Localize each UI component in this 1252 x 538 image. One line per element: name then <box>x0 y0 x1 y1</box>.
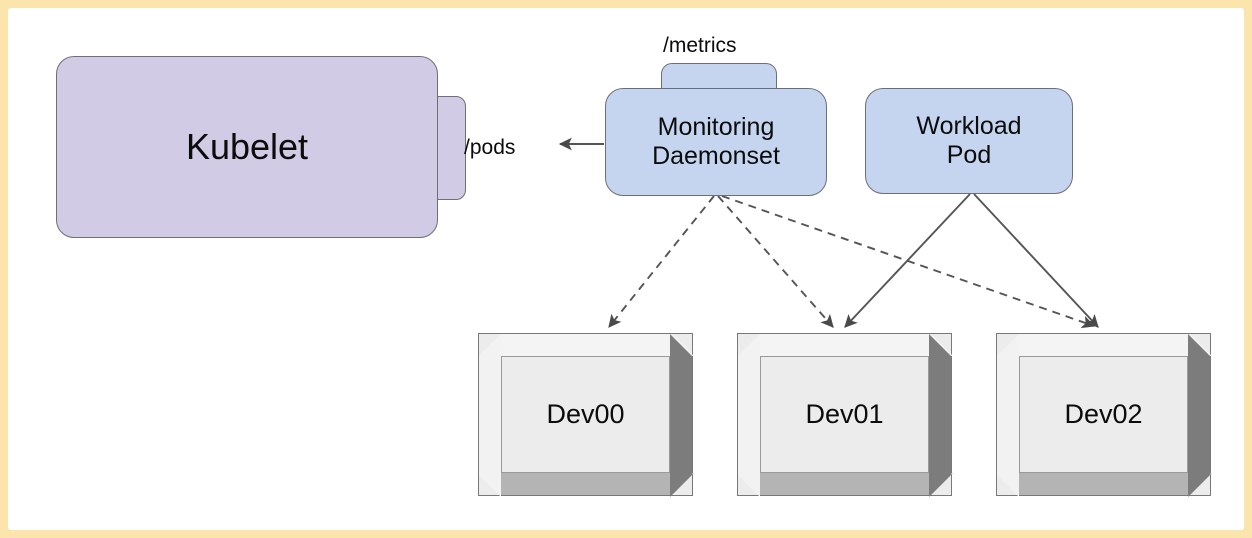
node-workload-pod[interactable]: Workload Pod <box>865 88 1073 194</box>
node-monitoring-daemonset-label-line1: Monitoring <box>657 112 775 141</box>
node-workload-pod-label-line2: Pod <box>946 141 992 169</box>
node-dev01-label: Dev01 <box>805 399 884 429</box>
node-dev02-label: Dev02 <box>1064 399 1143 429</box>
edge-daemonset-to-dev02 <box>721 195 1096 329</box>
dev02-inner: Dev02 <box>1019 356 1188 473</box>
edge-daemonset-to-dev01 <box>717 195 834 328</box>
dev01-bevel <box>738 334 953 497</box>
dev00-bevel <box>479 334 694 497</box>
node-dev01[interactable]: Dev01 <box>737 333 953 497</box>
edge-workloadpod-to-dev02 <box>973 193 1099 328</box>
edge-label-pods: /pods <box>464 136 516 159</box>
edge-label-metrics: /metrics <box>663 34 737 57</box>
diagram-canvas: Kubelet /pods /metrics Monitoring Daemon… <box>8 8 1244 530</box>
dev00-inner: Dev00 <box>501 356 670 473</box>
edge-workloadpod-to-dev01 <box>844 193 971 328</box>
edge-daemonset-to-dev00 <box>608 195 715 328</box>
node-monitoring-daemonset[interactable]: Monitoring Daemonset <box>605 88 827 196</box>
dev01-inner: Dev01 <box>760 356 929 473</box>
node-dev00[interactable]: Dev00 <box>478 333 694 497</box>
node-monitoring-daemonset-label-line2: Daemonset <box>652 142 780 170</box>
node-workload-pod-label-line1: Workload <box>916 111 1022 140</box>
node-dev02[interactable]: Dev02 <box>996 333 1212 497</box>
node-kubelet[interactable]: Kubelet <box>56 56 438 238</box>
dev02-bevel <box>997 334 1212 497</box>
node-kubelet-label: Kubelet <box>185 125 309 167</box>
node-dev00-label: Dev00 <box>546 399 625 429</box>
